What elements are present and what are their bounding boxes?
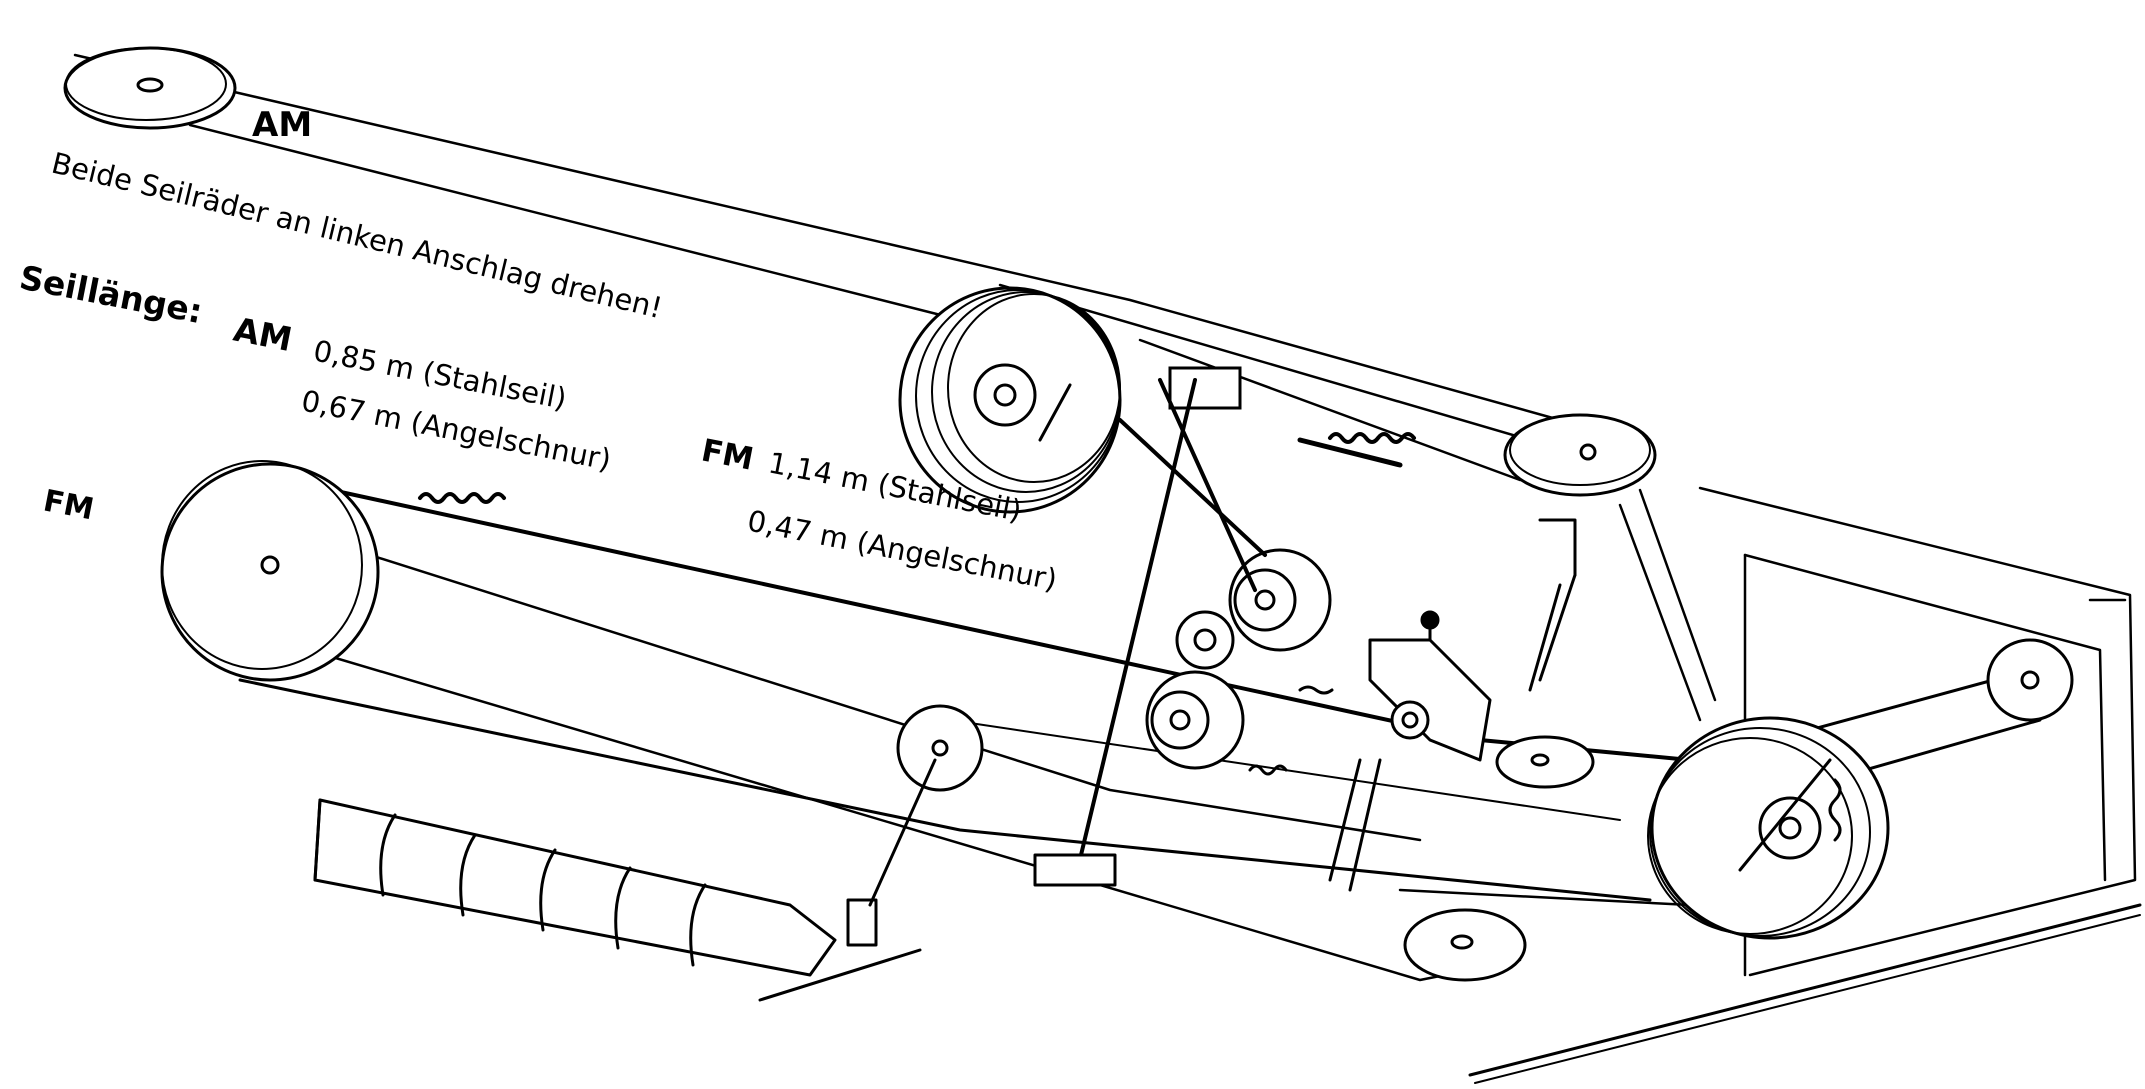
length-am-label: AM [230,310,295,359]
length-prefix-label: Seillänge: [16,258,205,332]
pointer-bracket [1248,518,1577,892]
pushbutton-bank [313,758,937,1002]
fm-mid-label: FM [698,433,756,478]
fm-pulley-right [1986,638,2074,722]
fm-dial-drum [1647,716,1890,940]
spring-am [1328,432,1416,444]
fm-left-label: FM [40,483,96,527]
am-cord [73,53,1562,482]
am-top-label: AM [252,105,312,145]
am-fishing-line-length: 0,67 m (Angelschnur) [299,383,614,476]
fm-drum-left [160,460,380,682]
spring-fm [418,492,506,504]
am-dial-drum [898,286,1242,514]
vertical-rod [1033,378,1267,887]
am-pulley-top-left [63,46,237,130]
am-pulley-right [1503,413,1657,497]
idler-pulley-group [896,548,1332,792]
small-pulleys [1403,735,1595,982]
